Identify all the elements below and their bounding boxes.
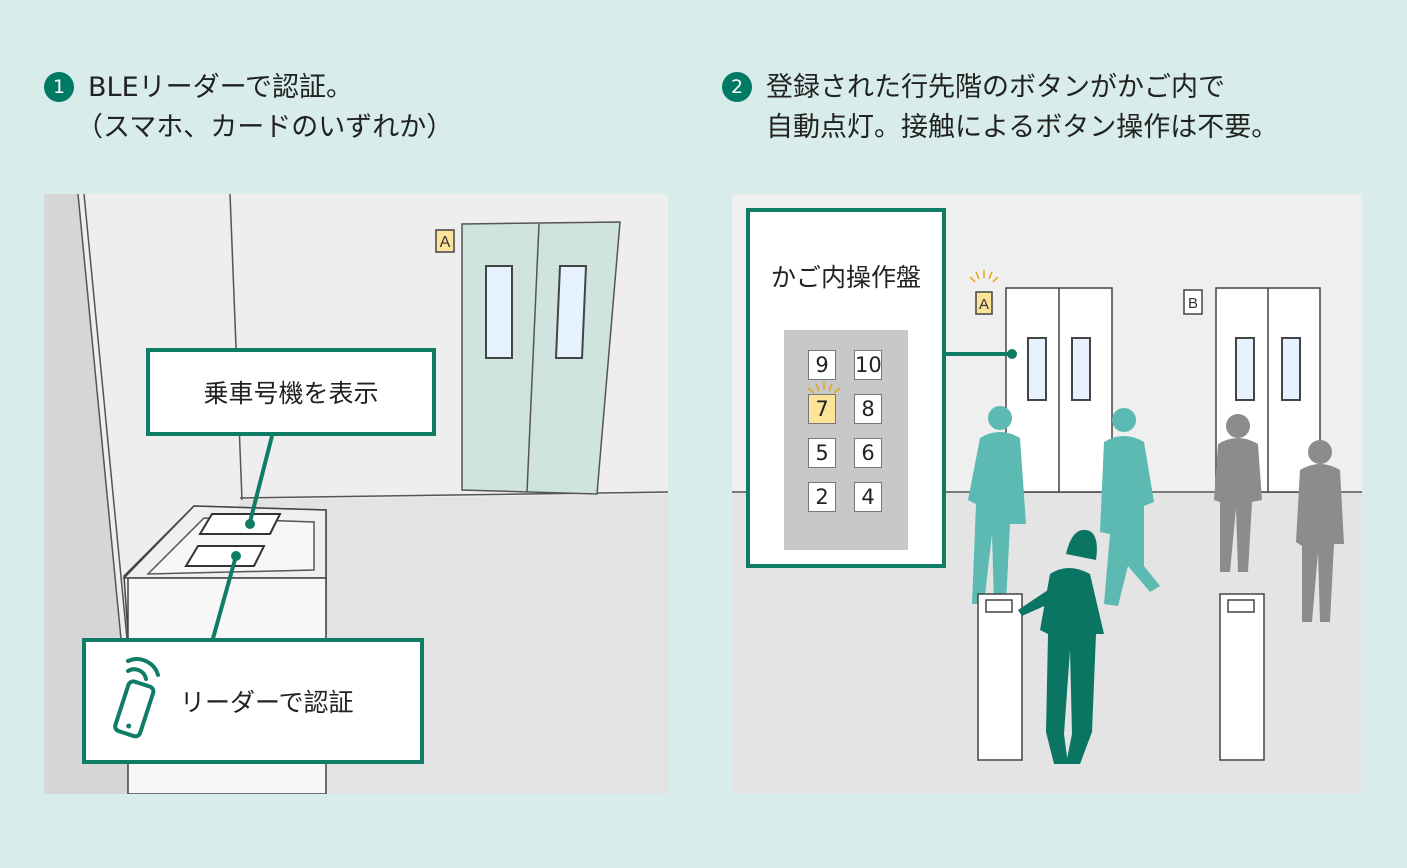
floor-button-grid: 9 10 7 8 5 6 2 4 (808, 350, 884, 512)
passenger-silhouette-2 (1100, 408, 1160, 606)
panel-lobby-scene: A B (732, 194, 1362, 794)
floor-button-9[interactable]: 9 (808, 350, 836, 380)
floor-button-8[interactable]: 8 (854, 394, 882, 424)
person-silhouette-grey-1 (1214, 414, 1262, 572)
elevator-sign-b: B (1188, 295, 1198, 312)
step-1-line-1: BLEリーダーで認証。 (88, 72, 354, 103)
floor-button-10[interactable]: 10 (854, 350, 882, 380)
button-glow-icon (807, 382, 841, 394)
elevator-sign-a-lobby: A (979, 296, 989, 313)
step-1-number: 1 (44, 72, 74, 102)
step-2-heading: 2 登録された行先階のボタンがかご内で 自動点灯。接触によるボタン操作は不要。 (722, 68, 1278, 148)
step-2-number: 2 (722, 72, 752, 102)
passenger-silhouette-1 (968, 406, 1026, 604)
step-2-line-2: 自動点灯。接触によるボタン操作は不要。 (766, 112, 1279, 143)
callout-reader-auth-text: リーダーで認証 (180, 688, 354, 717)
user-tapping-reader-silhouette (1018, 529, 1104, 764)
car-operating-panel-title: かご内操作盤 (770, 263, 921, 292)
step-1-heading: 1 BLEリーダーで認証。 （スマホ、カードのいずれか） (44, 68, 453, 148)
car-button-panel: 9 10 7 8 5 6 2 4 (784, 330, 908, 550)
callout-car-operating-panel: かご内操作盤 9 10 7 8 5 6 2 4 (746, 208, 946, 568)
elevator-sign-a: A (440, 234, 451, 251)
smartphone-signal-icon (104, 653, 164, 749)
floor-button-4[interactable]: 4 (854, 482, 882, 512)
callout-reader-auth: リーダーで認証 (82, 638, 424, 764)
callout-show-elevator-number-text: 乗車号機を表示 (203, 379, 379, 408)
step-2-line-1: 登録された行先階のボタンがかご内で (766, 72, 1225, 103)
floor-button-7[interactable]: 7 (808, 394, 836, 424)
callout-show-elevator-number: 乗車号機を表示 (146, 348, 436, 436)
panel-reader-scene: A 乗車号機を表示 リーダーで認証 (44, 194, 668, 794)
person-silhouette-grey-2 (1296, 440, 1344, 622)
floor-button-2[interactable]: 2 (808, 482, 836, 512)
step-1-line-2: （スマホ、カードのいずれか） (76, 112, 454, 143)
floor-button-6[interactable]: 6 (854, 438, 882, 468)
floor-button-5[interactable]: 5 (808, 438, 836, 468)
light-glow-icon (969, 270, 999, 283)
